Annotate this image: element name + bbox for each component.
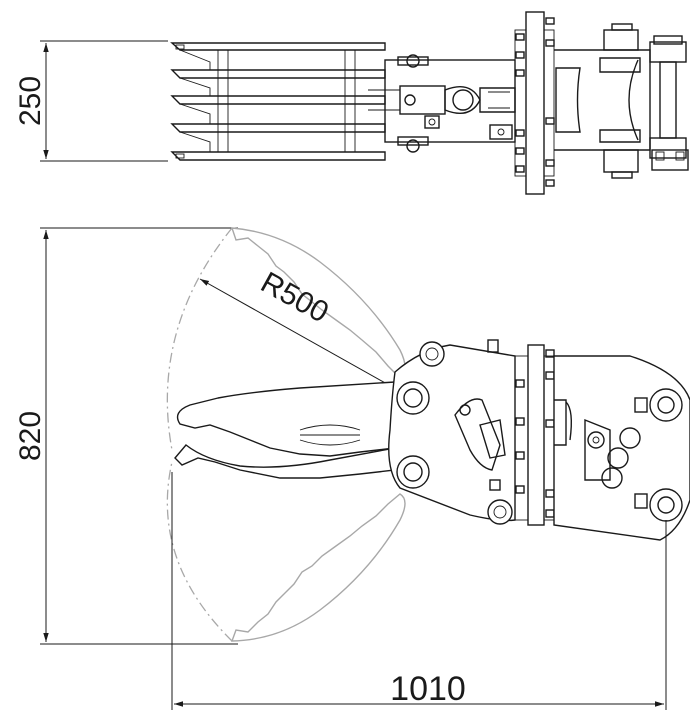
body-side bbox=[388, 339, 516, 525]
radius-r500: R500 bbox=[199, 266, 413, 399]
dimension-label-820: 820 bbox=[14, 411, 47, 461]
side-view: 820 R500 bbox=[14, 227, 690, 710]
flange-top bbox=[514, 11, 555, 195]
adapter-top bbox=[554, 23, 689, 179]
dimension-1010: 1010 bbox=[171, 472, 667, 710]
jaw-plates-top bbox=[170, 42, 386, 161]
open-jaw-ghost bbox=[166, 227, 406, 642]
dimension-820: 820 bbox=[14, 227, 238, 645]
cylinder-top bbox=[368, 54, 516, 153]
radius-label: R500 bbox=[255, 266, 334, 330]
top-view: 250 bbox=[14, 11, 689, 195]
dimension-label-1010: 1010 bbox=[390, 670, 466, 708]
closed-jaws bbox=[174, 381, 404, 479]
dimension-250: 250 bbox=[14, 40, 168, 162]
flange-side bbox=[514, 344, 555, 526]
rotator-side bbox=[553, 355, 690, 541]
dimension-label-250: 250 bbox=[14, 76, 47, 126]
